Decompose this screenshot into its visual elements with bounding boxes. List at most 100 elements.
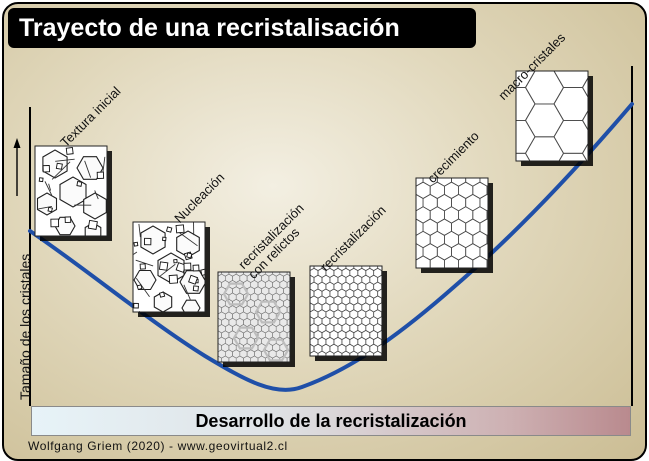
nucleus (188, 274, 199, 285)
nucleus (183, 262, 192, 271)
crystal-grain (486, 258, 488, 268)
crystal-grain (310, 339, 311, 345)
crystal-grain (416, 185, 417, 195)
nucleus (65, 147, 74, 155)
crystal-grain (494, 170, 508, 186)
relict-grain (254, 300, 282, 324)
grain-boundary (55, 158, 75, 162)
stage-panel-nucleation (132, 221, 210, 317)
crystal-grain (494, 194, 508, 210)
nucleus (143, 237, 152, 246)
crystal-grain (416, 259, 417, 268)
nucleus (87, 219, 98, 230)
crystal-grain (294, 318, 301, 326)
crystal-grain (501, 256, 515, 272)
nucleus (133, 241, 139, 247)
grain-boundary (135, 277, 150, 298)
coarse-grain (140, 225, 166, 255)
nucleus (192, 264, 200, 272)
grain-boundary (44, 181, 53, 196)
stage-panel-growth (395, 158, 515, 284)
crystal-grain (298, 299, 305, 307)
panel-border (415, 177, 489, 269)
crystal-grain (218, 326, 219, 332)
crystal-grain (386, 261, 394, 270)
crystal-grain (390, 282, 398, 291)
crystal-grain (218, 351, 219, 357)
grain-boundary (51, 161, 71, 180)
crystal-grain (306, 358, 314, 367)
grain-boundary (183, 284, 191, 300)
crystal-grain (473, 158, 487, 174)
coarse-grain (83, 192, 107, 220)
crystal-grain (382, 255, 390, 264)
crystal-grain (416, 267, 417, 268)
diagram-title: Trayecto de una recristalisación (8, 8, 476, 48)
crystal-grain (298, 337, 305, 345)
grain-boundary (38, 206, 53, 210)
crystal-grain (486, 185, 488, 196)
crystal-grain (218, 275, 219, 281)
stage-panel-recrystallization (298, 255, 398, 367)
stage-panel-initial-texture (34, 145, 112, 241)
nucleus (192, 285, 199, 292)
crystal-grain (298, 289, 306, 298)
crystal-grain (487, 158, 501, 174)
crystal-grain (350, 255, 358, 264)
crystal-grain (218, 338, 219, 344)
nucleus (175, 224, 185, 234)
nucleus (165, 226, 173, 233)
coarse-grain (76, 156, 104, 180)
crystal-grain (583, 38, 621, 71)
crystal-grain (286, 356, 290, 362)
crystal-grain (581, 77, 588, 98)
grain-boundary (160, 263, 176, 277)
grain-boundary (178, 231, 198, 247)
crystal-grain (298, 303, 306, 312)
nucleus (64, 216, 72, 224)
crystal-grain (497, 22, 535, 55)
relict-grain (262, 338, 290, 362)
crystal-grain (294, 280, 301, 288)
crystal-grain (294, 331, 301, 339)
crystal-grain (416, 234, 417, 245)
crystal-grain (218, 262, 225, 270)
crystal-grain (390, 324, 398, 333)
crystal-grain (501, 182, 515, 198)
crystal-grain (286, 330, 290, 340)
crystal-grain (501, 158, 515, 174)
crystal-grain (294, 306, 301, 314)
crystal-grain (211, 262, 218, 270)
nucleus (168, 274, 179, 284)
crystal-grain (310, 311, 311, 318)
y-axis-arrow-head (13, 138, 21, 148)
crystal-grain (374, 255, 382, 264)
stage-panel-macro-crystals (497, 22, 621, 166)
crystal-grain (286, 293, 290, 302)
stage-panel-recrystallization-with-relicts (207, 262, 305, 367)
x-axis-label: Desarrollo de la recristalización (195, 411, 467, 431)
crystal-grain (298, 312, 305, 320)
crystal-grain (207, 331, 214, 339)
nucleus (76, 180, 83, 187)
grain-boundary (48, 183, 52, 191)
nucleus (96, 171, 105, 179)
crystal-grain (390, 255, 398, 264)
crystal-grain (298, 275, 306, 284)
crystal-grain (395, 244, 409, 260)
grain-boundary (135, 259, 154, 267)
panel-border (515, 70, 589, 162)
crystal-grain (298, 262, 305, 270)
grain-boundary (94, 190, 99, 200)
nucleus (158, 291, 166, 298)
coarse-grain (181, 299, 201, 312)
panel-border (217, 271, 291, 363)
coarse-grain (36, 192, 58, 216)
crystal-grain (390, 351, 398, 360)
crystal-grain (494, 268, 508, 284)
crystal-grain (298, 325, 305, 333)
crystal-grain (298, 344, 306, 353)
crystal-grain (416, 210, 417, 220)
crystal-grain (395, 170, 409, 186)
